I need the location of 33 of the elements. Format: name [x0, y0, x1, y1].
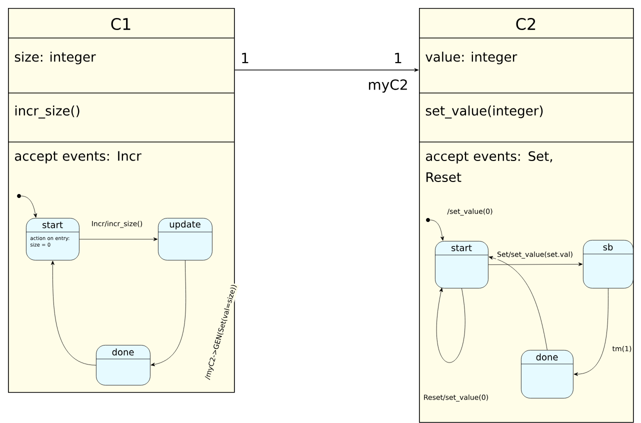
state-name: start	[452, 244, 472, 252]
multiplicity-label: 1	[395, 52, 402, 64]
state-box	[434, 241, 488, 288]
arrow	[21, 196, 37, 218]
state-name: done	[112, 348, 134, 356]
arrow	[488, 256, 548, 350]
attribute-text: size: integer	[14, 52, 96, 64]
class-name: C1	[111, 18, 130, 30]
state-name: done	[536, 354, 558, 360]
arrow	[574, 288, 608, 376]
events-text: accept events: Incr	[15, 151, 142, 164]
state-name: sb	[603, 244, 613, 250]
state-box	[158, 218, 212, 260]
state-box	[520, 350, 574, 398]
state-name: update	[170, 220, 200, 230]
operation-text: incr_size()	[15, 106, 80, 118]
class-box	[8, 8, 235, 393]
role-label: myC2	[368, 79, 407, 93]
state-box	[26, 218, 80, 260]
arrow	[430, 220, 444, 241]
arrow	[150, 260, 186, 366]
arrow	[79, 237, 158, 241]
arrow	[436, 288, 466, 363]
arrow	[488, 262, 583, 266]
events-text: accept events: Set, Reset	[426, 151, 552, 182]
state-box	[582, 240, 634, 288]
state-box	[96, 345, 150, 386]
operation-text: set_value(integer)	[426, 106, 543, 118]
class-name: C2	[516, 18, 536, 30]
state-name: start	[42, 222, 63, 228]
multiplicity-label: 1	[242, 52, 248, 64]
attribute-text: value: integer	[426, 52, 518, 64]
arrow	[50, 260, 96, 366]
